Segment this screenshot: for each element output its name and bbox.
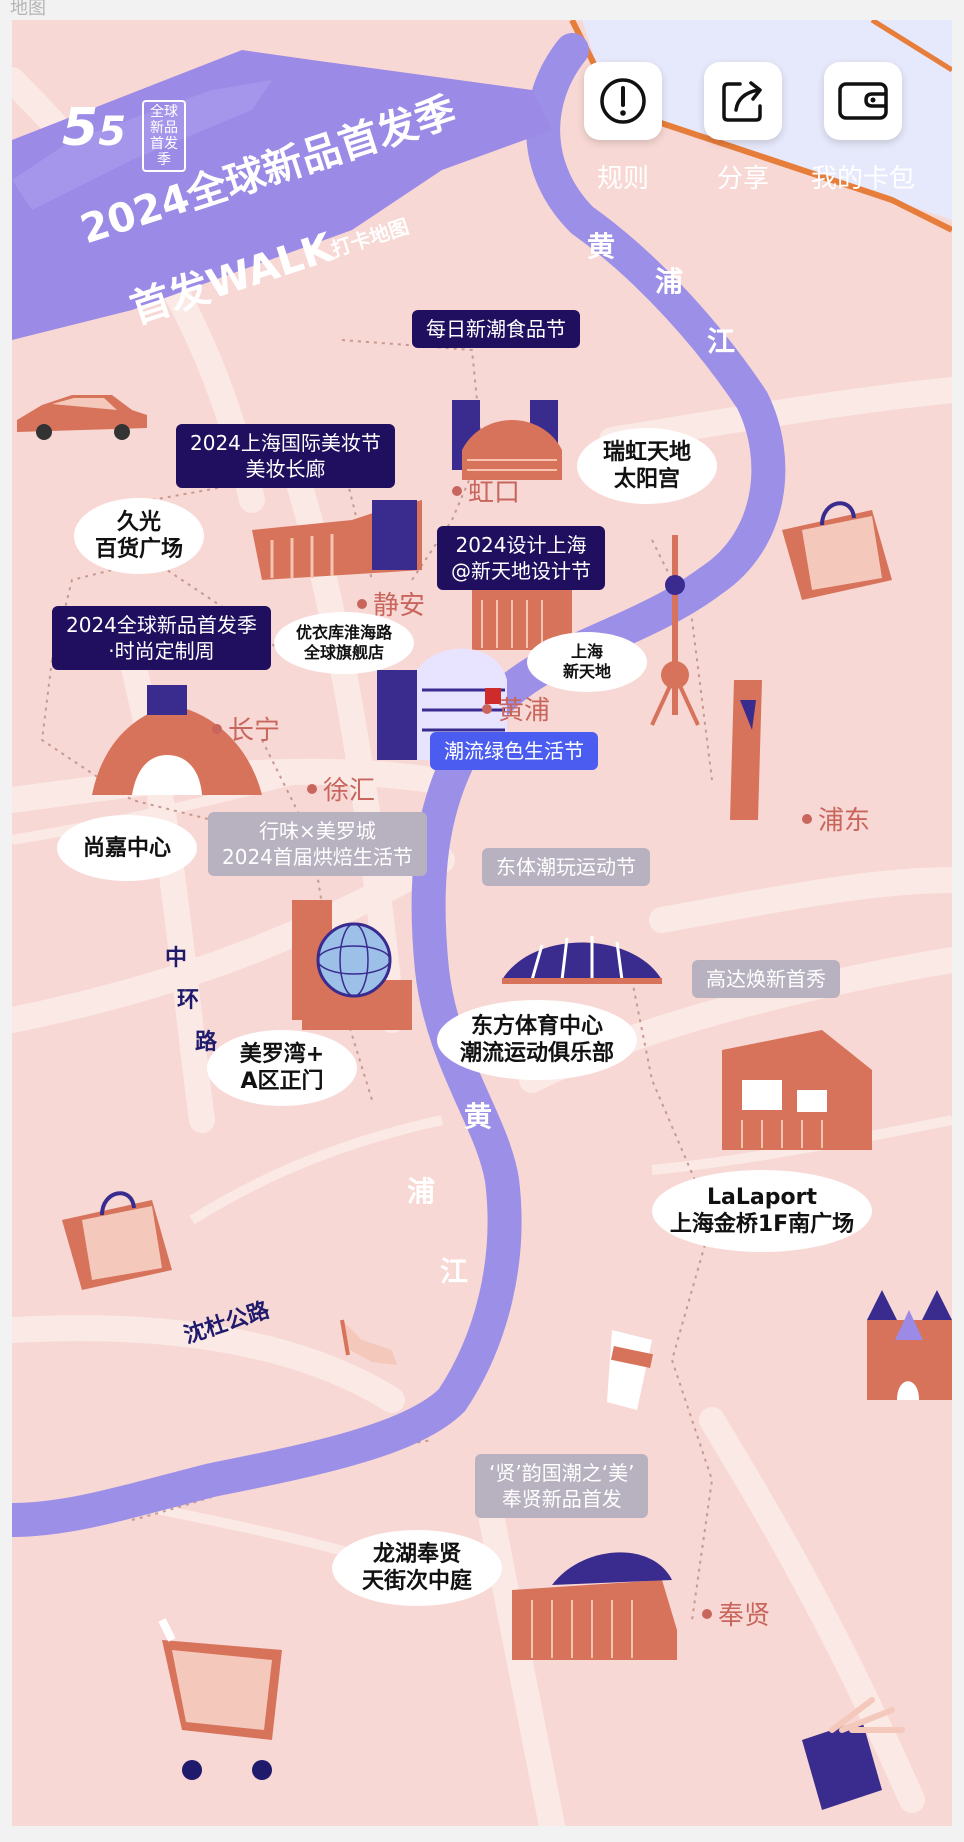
wallet-label[interactable]: 我的卡包 xyxy=(810,164,915,194)
district-pudong: 浦东 xyxy=(802,800,870,837)
event-tag-fengxian[interactable]: ‘贤’韵国潮之‘美’ 奉贤新品首发 xyxy=(475,1454,649,1518)
venue-uniqlo[interactable]: 优衣库淮海路 全球旗舰店 xyxy=(274,612,414,674)
venue-longhu-fengxian[interactable]: 龙湖奉贤 天街次中庭 xyxy=(332,1530,502,1606)
page-label: 地图 xyxy=(10,0,46,19)
event-tag-gundam[interactable]: 高达焕新首秀 xyxy=(692,960,840,998)
event-tag-fashion-week[interactable]: 2024全球新品首发季 ·时尚定制周 xyxy=(52,606,271,670)
district-dot xyxy=(482,703,492,714)
river-label-upper-1: 黄 xyxy=(587,230,616,263)
road-label-middle-ring-2: 环 xyxy=(177,988,200,1013)
event-tag-beauty-festival[interactable]: 2024上海国际美妆节 美妆长廊 xyxy=(176,424,395,488)
river-label-upper-3: 江 xyxy=(707,325,736,358)
district-huangpu: 黄浦 xyxy=(482,690,550,727)
district-dot xyxy=(802,813,812,824)
wallet-button[interactable] xyxy=(824,62,902,140)
map-base xyxy=(12,20,952,1826)
river-label-lower-3: 江 xyxy=(440,1255,469,1288)
road-label-middle-ring-3: 路 xyxy=(195,1030,218,1055)
event-tag-sports-festival[interactable]: 东体潮玩运动节 xyxy=(482,848,650,886)
event-tag-baking-festival[interactable]: 行味×美罗城 2024首届烘焙生活节 xyxy=(208,812,427,876)
venue-metro-city[interactable]: 美罗湾+ A区正门 xyxy=(207,1030,357,1106)
district-hongkou: 虹口 xyxy=(452,472,520,509)
logo-badge: 全球新品首发季 xyxy=(142,100,186,172)
district-changning: 长宁 xyxy=(212,710,280,747)
map-canvas[interactable]: 55 全球新品首发季 2024全球新品首发季 首发WALK 打卡地图 规则 分享… xyxy=(12,20,952,1826)
exclamation-icon xyxy=(600,78,646,124)
river-label-upper-2: 浦 xyxy=(655,265,684,298)
venue-shangjia[interactable]: 尚嘉中心 xyxy=(57,815,197,881)
rules-label[interactable]: 规则 xyxy=(596,164,649,194)
wallet-icon xyxy=(838,82,888,120)
share-label[interactable]: 分享 xyxy=(716,164,769,194)
venue-ruihong[interactable]: 瑞虹天地 太阳宫 xyxy=(577,428,717,504)
district-dot xyxy=(307,783,317,794)
district-dot xyxy=(452,485,462,496)
share-icon xyxy=(722,81,762,122)
district-dot xyxy=(212,723,222,734)
river-label-lower-2: 浦 xyxy=(407,1175,436,1208)
district-fengxian: 奉贤 xyxy=(702,1595,770,1632)
venue-jiuguang[interactable]: 久光 百货广场 xyxy=(74,498,204,574)
venue-xintiandi[interactable]: 上海 新天地 xyxy=(527,632,647,692)
venue-oriental-sports[interactable]: 东方体育中心 潮流运动俱乐部 xyxy=(437,1000,637,1080)
river-label-lower-1: 黄 xyxy=(464,1100,493,1133)
event-tag-design-shanghai[interactable]: 2024设计上海 @新天地设计节 xyxy=(437,526,605,590)
venue-lalaport[interactable]: LaLaport 上海金桥1F南广场 xyxy=(652,1170,872,1252)
district-dot xyxy=(702,1608,712,1619)
logo-55: 55 xyxy=(62,98,127,158)
district-xuhui: 徐汇 xyxy=(307,770,375,807)
share-button[interactable] xyxy=(704,62,782,140)
rules-button[interactable] xyxy=(584,62,662,140)
road-label-middle-ring-1: 中 xyxy=(165,946,188,971)
event-tag-green-life[interactable]: 潮流绿色生活节 xyxy=(430,732,598,770)
district-dot xyxy=(357,598,367,609)
event-tag-food-festival[interactable]: 每日新潮食品节 xyxy=(412,310,580,348)
